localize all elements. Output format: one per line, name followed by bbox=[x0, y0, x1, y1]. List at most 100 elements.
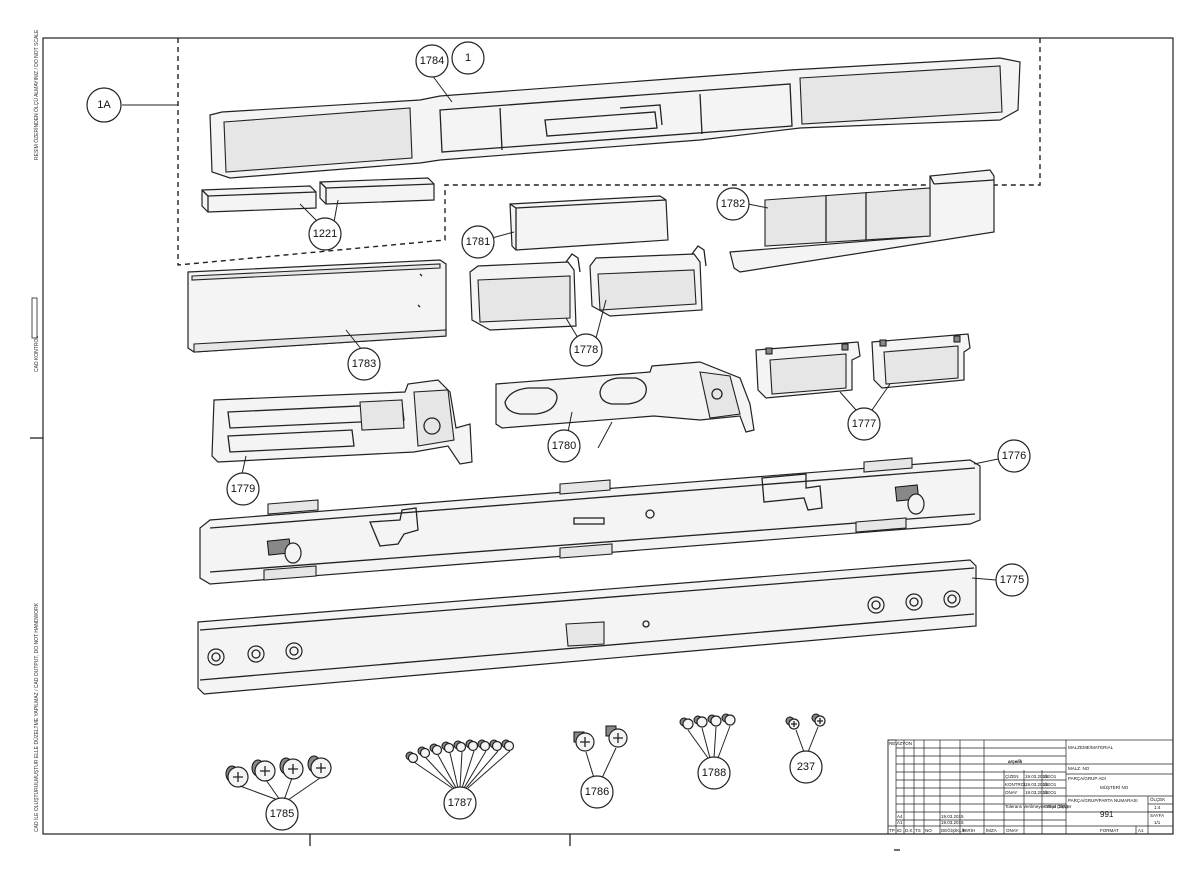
leader-lines bbox=[122, 74, 999, 801]
svg-text:1788: 1788 bbox=[702, 767, 726, 779]
customer-label: MÜŞTERİ NO bbox=[1100, 784, 1129, 790]
footer-col-1: ID bbox=[897, 828, 902, 833]
svg-text:1785: 1785 bbox=[270, 808, 294, 820]
part-1785-screws bbox=[225, 755, 332, 788]
role-drawn: ÇİZEN bbox=[1005, 773, 1019, 779]
svg-text:1782: 1782 bbox=[721, 198, 745, 210]
scale-label: ÖLÇEK bbox=[1150, 796, 1165, 802]
svg-text:1780: 1780 bbox=[552, 440, 576, 452]
svg-text:237: 237 bbox=[797, 761, 815, 773]
svg-text:1779: 1779 bbox=[231, 483, 255, 495]
balloon-1781: 1781 bbox=[461, 225, 495, 259]
part-number-label: PARÇA/GRUP/PARTA NUMARASI bbox=[1068, 798, 1138, 803]
balloon-1780: 1780 bbox=[547, 429, 581, 463]
code-approved: ÜEO1 bbox=[1044, 789, 1057, 795]
balloon-1782: 1782 bbox=[716, 187, 750, 221]
svg-text:1775: 1775 bbox=[1000, 574, 1024, 586]
svg-text:1784: 1784 bbox=[420, 55, 444, 67]
date-drawn: 19.03.2015 bbox=[1025, 774, 1048, 779]
balloon-1A: 1A bbox=[86, 87, 122, 123]
margin-note-cad-control: CAD KONTROL bbox=[34, 336, 40, 372]
part-1782-cover bbox=[729, 169, 995, 273]
balloon-237: 237 bbox=[789, 750, 823, 784]
balloon-1779: 1779 bbox=[226, 472, 260, 506]
date-approved: 19.03.2015 bbox=[1025, 790, 1048, 795]
part-1786-screws bbox=[573, 725, 628, 752]
footer-col-6: TARİH bbox=[962, 827, 975, 833]
part-237-screws bbox=[785, 713, 826, 730]
sub-assembly-boundary bbox=[177, 38, 1041, 266]
svg-text:1777: 1777 bbox=[852, 418, 876, 430]
format-label: FORMAT bbox=[1100, 828, 1119, 833]
code-drawn: ÜEO1 bbox=[1044, 773, 1057, 779]
format-value: A1 bbox=[1138, 828, 1144, 833]
svg-text:1781: 1781 bbox=[466, 236, 490, 248]
part-1781-plate bbox=[509, 195, 669, 251]
sheet-value: 1/1 bbox=[1154, 820, 1161, 825]
sheet-label: SAYFA bbox=[1150, 813, 1164, 818]
svg-text:1776: 1776 bbox=[1002, 450, 1026, 462]
part-1776-pin-left bbox=[266, 538, 302, 564]
material-label: MALZEME/MATERIAL bbox=[1068, 745, 1114, 750]
part-1778-clips bbox=[469, 245, 707, 331]
part-1787-screws bbox=[405, 739, 515, 764]
rev-a4: A4 bbox=[897, 814, 903, 819]
role-checked: KONTROL bbox=[1005, 782, 1027, 787]
part-1775-holes bbox=[207, 590, 961, 666]
part-1776-rail bbox=[199, 457, 981, 585]
rev-a4-date: 19.03.2015 bbox=[941, 814, 964, 819]
balloon-1785: 1785 bbox=[265, 797, 299, 831]
margin-note-cad-output: CAD İLE OLUŞTURULMUŞTUR ELLE DÜZELTME YA… bbox=[33, 602, 40, 832]
balloon-1221: 1221 bbox=[308, 217, 342, 251]
balloon-1777: 1777 bbox=[847, 407, 881, 441]
balloon-1784: 1784 bbox=[415, 44, 449, 78]
part-1784-top-tray bbox=[209, 57, 1021, 179]
svg-text:1783: 1783 bbox=[352, 358, 376, 370]
rev-a1-date: 19.03.2015 bbox=[941, 820, 964, 825]
date-checked: 19.03.2015 bbox=[1025, 782, 1048, 787]
material-no-label: MALZ. NO bbox=[1068, 766, 1090, 771]
part-number: 991 bbox=[1100, 810, 1114, 819]
part-group-label: PARÇA/GRUP ADI bbox=[1068, 776, 1106, 781]
balloon-1775: 1775 bbox=[995, 563, 1029, 597]
balloon-1778: 1778 bbox=[569, 333, 603, 367]
revision-header: REVİZYON bbox=[889, 740, 912, 746]
scale-value: 1:4 bbox=[1154, 805, 1161, 810]
arcelik-logo: arçelik bbox=[1008, 759, 1023, 764]
code-checked: ÜEO1 bbox=[1044, 781, 1057, 787]
general-tolerance: Genel Ölçüler bbox=[1044, 803, 1072, 809]
part-1779-carrier bbox=[211, 379, 473, 465]
balloon-1776: 1776 bbox=[997, 439, 1031, 473]
svg-text:1: 1 bbox=[465, 52, 471, 64]
footer-col-7: İMZA bbox=[986, 827, 997, 833]
svg-text:1787: 1787 bbox=[448, 797, 472, 809]
balloon-1787: 1787 bbox=[443, 786, 477, 820]
svg-text:1A: 1A bbox=[97, 99, 111, 111]
part-1776-pin-right bbox=[894, 484, 925, 515]
part-1221-blocks bbox=[201, 177, 435, 213]
balloon-1788: 1788 bbox=[697, 756, 731, 790]
margin-note-do-not-scale: RESİM ÖZERİNDEN ÖLÇÜ ALMAYINIZ / DO NOT … bbox=[33, 29, 40, 160]
part-1783-channel bbox=[187, 259, 447, 353]
svg-text:1221: 1221 bbox=[313, 228, 337, 240]
footer-col-8: ONAY bbox=[1006, 828, 1018, 833]
part-1780-bracket bbox=[495, 361, 755, 433]
part-1777-latches bbox=[755, 333, 971, 399]
svg-text:1778: 1778 bbox=[574, 344, 598, 356]
role-approved: ONAY bbox=[1005, 790, 1017, 795]
svg-text:1786: 1786 bbox=[585, 786, 609, 798]
footer-col-2: D.K bbox=[905, 828, 913, 833]
balloon-1783: 1783 bbox=[347, 347, 381, 381]
title-block: REVİZYON arçelik ÇİZEN 19.03.2015 ÜEO1 K… bbox=[887, 739, 1174, 835]
tolerance-note: Tolerans Verilmeyen Ölçü (DIN) bbox=[1005, 803, 1069, 809]
balloon-1786: 1786 bbox=[580, 775, 614, 809]
part-1775-bottom-rail bbox=[197, 559, 977, 695]
footer-col-5: DEĞİŞİKLİK bbox=[941, 827, 966, 833]
rev-a1: A1 bbox=[897, 820, 903, 825]
part-1788-screws bbox=[679, 713, 736, 730]
footer-col-0: TP bbox=[889, 828, 895, 833]
footer-col-3: TS bbox=[915, 828, 921, 833]
balloon-1: 1 bbox=[451, 41, 485, 75]
drawing-frame bbox=[42, 37, 1174, 835]
